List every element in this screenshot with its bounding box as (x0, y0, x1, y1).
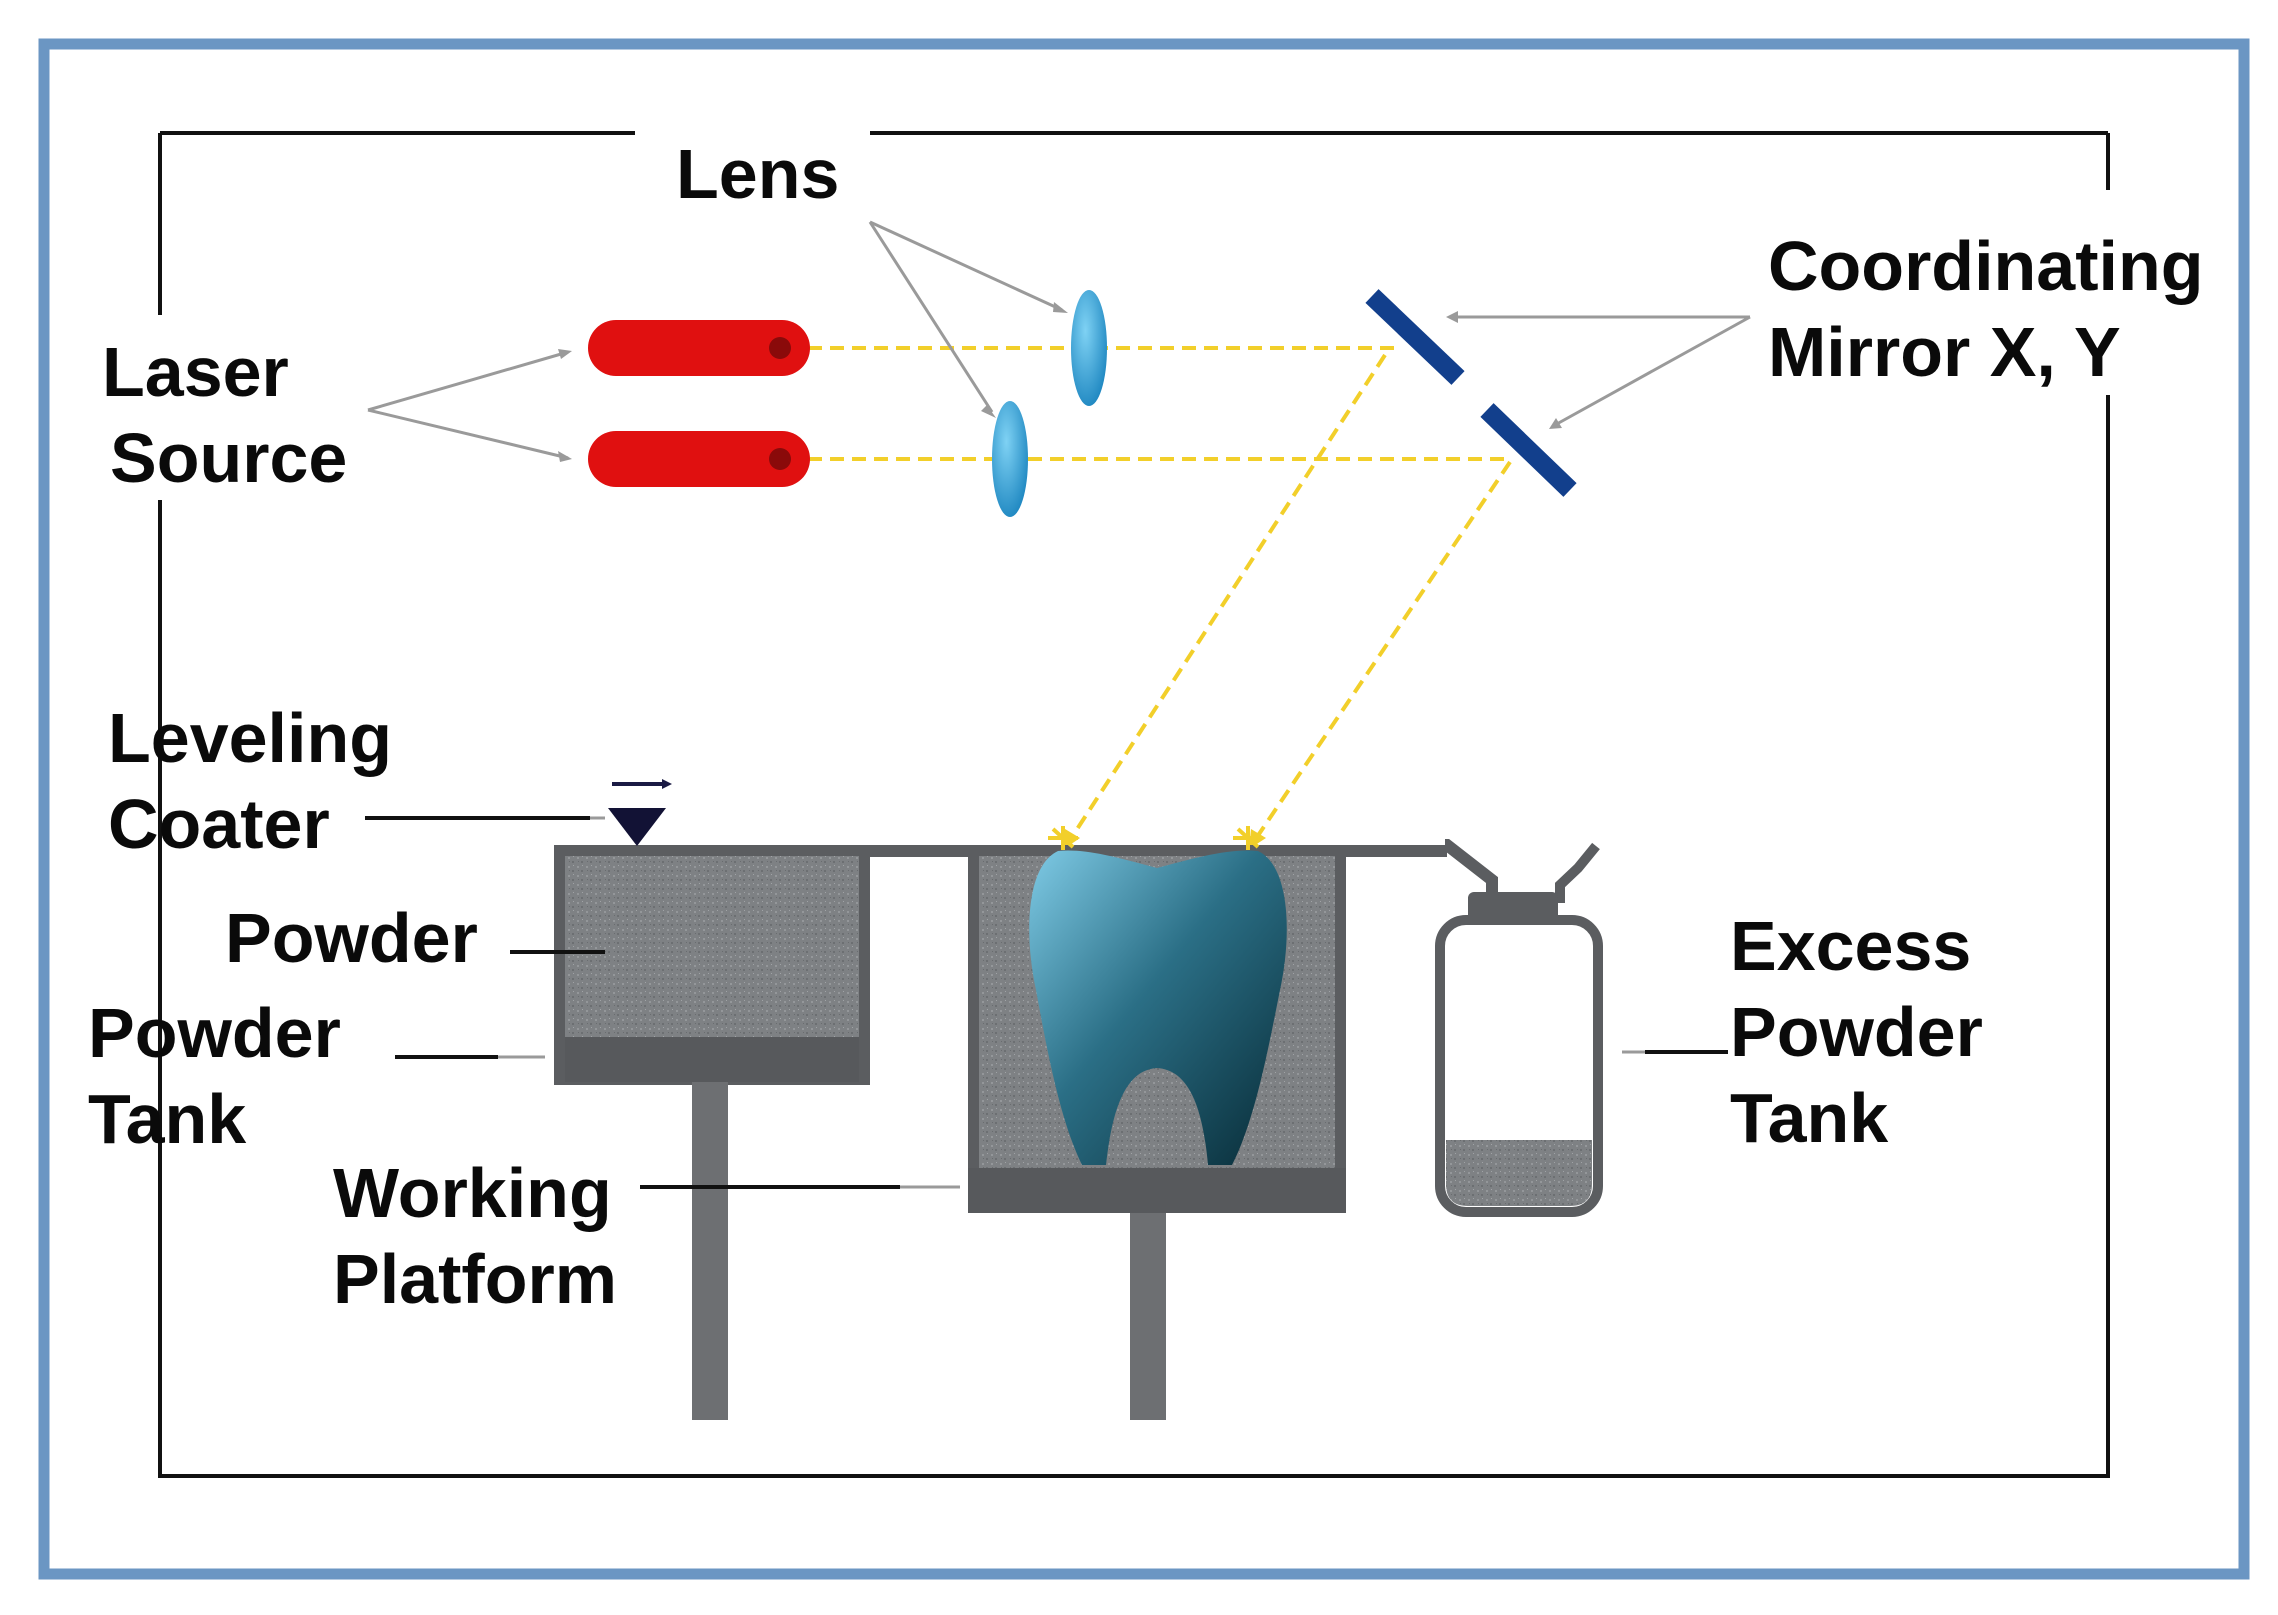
label-powder-tank-line1: Powder (88, 994, 341, 1072)
label-excess-line1: Excess (1730, 907, 1971, 985)
label-excess-line3: Tank (1730, 1079, 1888, 1157)
outer-border (38, 38, 2250, 1580)
label-coater-line2: Coater (108, 785, 330, 863)
inner-frame (158, 131, 2110, 1478)
part-leader-lines (365, 816, 1728, 1189)
label-excess-line2: Powder (1730, 993, 1983, 1071)
label-coater-line1: Leveling (108, 699, 392, 777)
powder-tank-piston (565, 1037, 859, 1082)
sinter-spark-icon (1048, 826, 1263, 850)
working-platform-rod (1130, 1213, 1166, 1420)
laser-emitter-dot (769, 337, 791, 359)
tooth-icon (1029, 850, 1287, 1165)
excess-powder-tank-icon (1435, 842, 1603, 1217)
rail-segment (859, 845, 979, 857)
label-working-platform-line2: Platform (333, 1240, 617, 1318)
leader-arrowheads (558, 302, 1562, 462)
laser-source-upper (588, 320, 810, 376)
label-laser-source-line2: Source (110, 419, 347, 497)
laser-emitter-dot (769, 448, 791, 470)
lens-icon (992, 290, 1107, 517)
powder-tank-rod (692, 1082, 728, 1420)
leader-lines (367, 220, 1751, 460)
beam-upper-diagonal (1068, 353, 1387, 842)
machine-body (554, 779, 1603, 1420)
mirror-icon (1365, 289, 1577, 497)
label-lens: Lens (676, 135, 839, 213)
part-leader-ends (498, 816, 1645, 1189)
powder-fill (565, 856, 859, 1037)
label-laser-source-line1: Laser (102, 333, 289, 411)
rail-segment (1345, 845, 1447, 857)
lens-lower (992, 401, 1028, 517)
laser-source-icon (588, 320, 810, 487)
laser-beams (808, 346, 1512, 842)
lens-upper (1071, 290, 1107, 406)
working-platform (968, 1168, 1346, 1213)
labels: Lens Laser Source Coordinating Mirror X,… (88, 135, 2203, 1318)
laser-source-lower (588, 431, 810, 487)
label-mirror-line1: Coordinating (1768, 227, 2203, 305)
beam-lower-diagonal (1253, 460, 1512, 842)
label-powder: Powder (225, 899, 478, 977)
label-working-platform-line1: Working (333, 1154, 612, 1232)
label-powder-tank-line2: Tank (88, 1080, 246, 1158)
leveling-coater-icon (608, 779, 672, 846)
mirror-x (1365, 289, 1465, 385)
label-mirror-line2: Mirror X, Y (1768, 313, 2121, 391)
mirror-y (1480, 403, 1577, 497)
